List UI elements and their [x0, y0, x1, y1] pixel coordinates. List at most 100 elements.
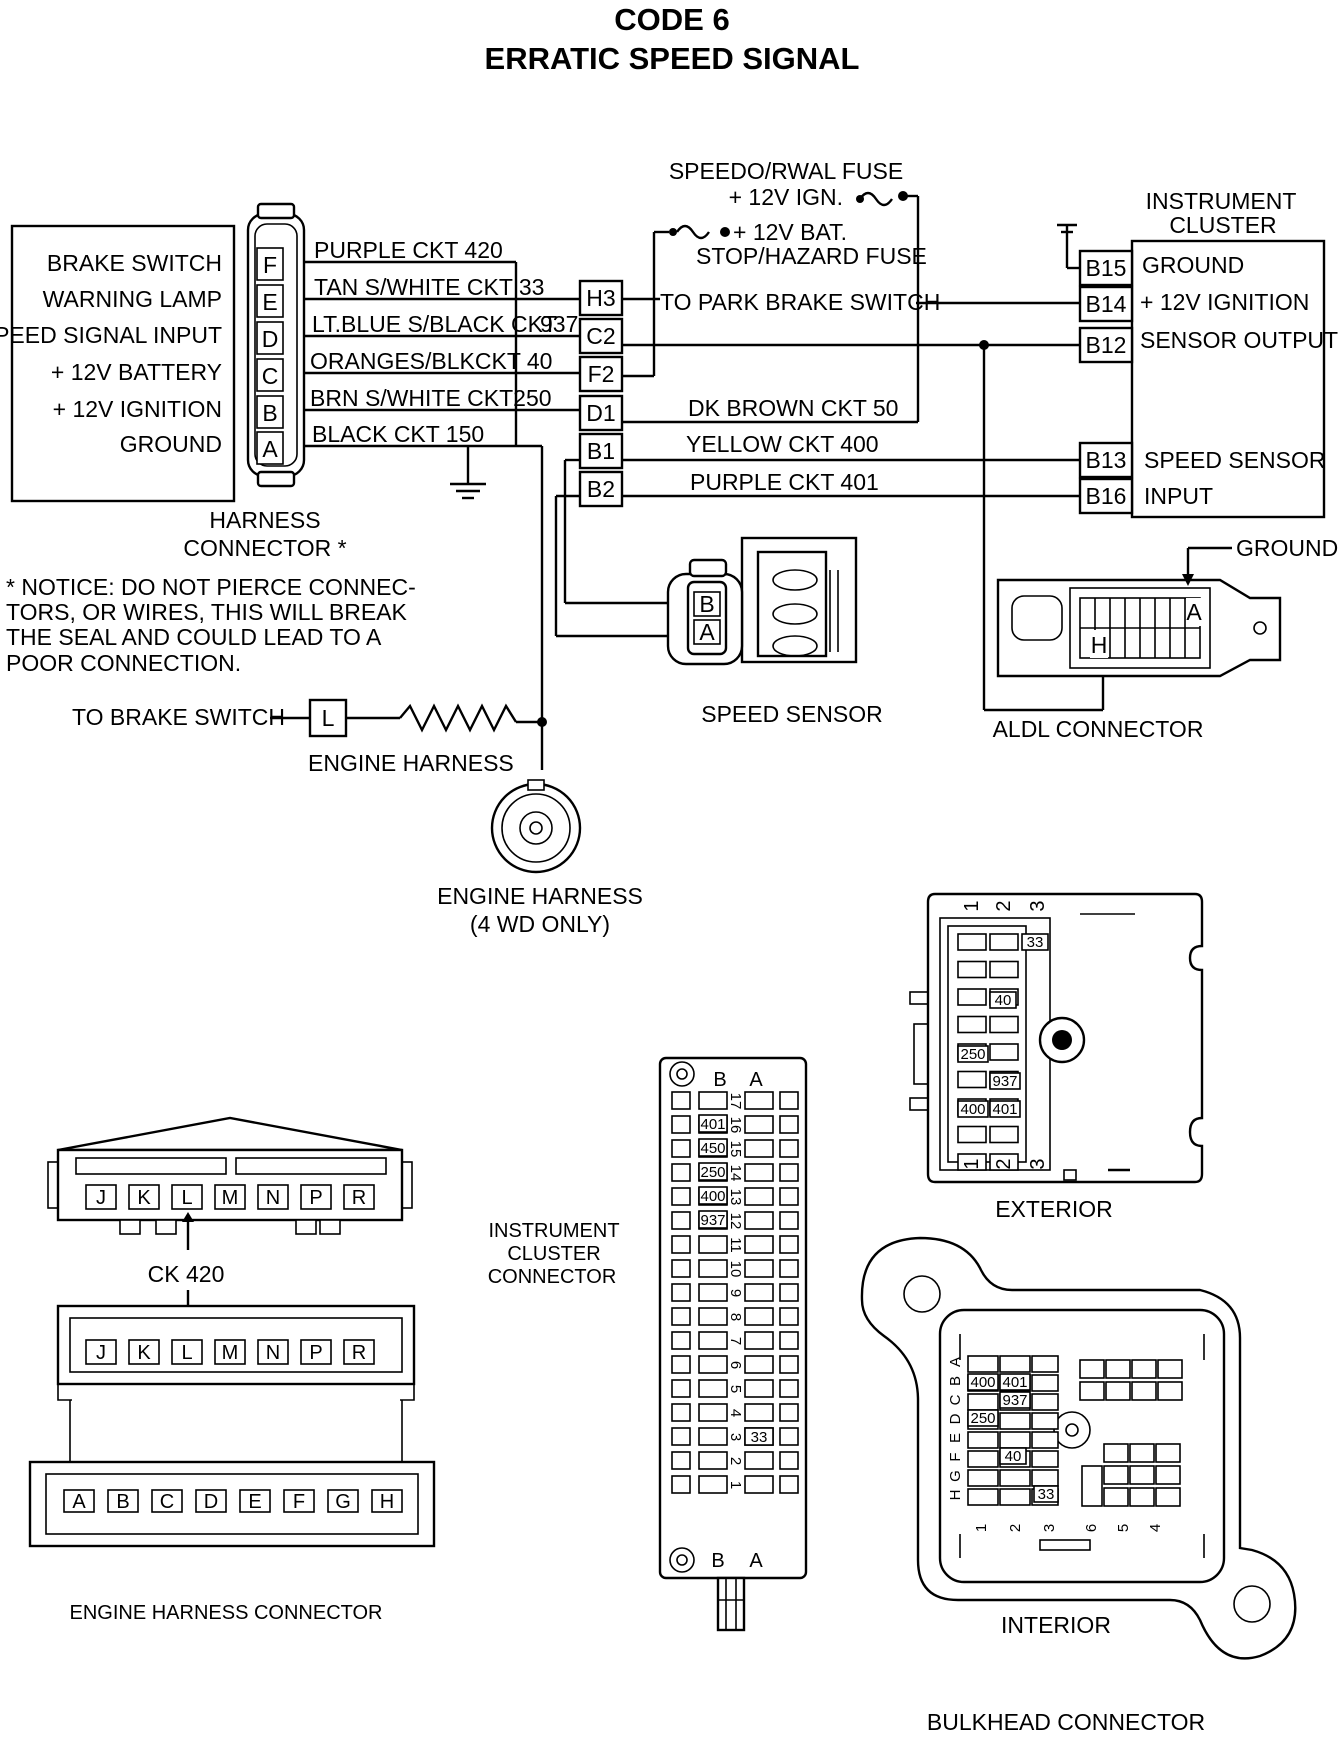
diagram-code: CODE 6 [614, 2, 729, 37]
icc-cavity [698, 1379, 728, 1398]
engine-connector-label: ENGINE HARNESS CONNECTOR [69, 1602, 382, 1624]
icc-cavity [744, 1139, 774, 1158]
icc-cavity [779, 1355, 799, 1374]
module-label-12v-ignition: + 12V IGNITION [53, 396, 222, 422]
speed-sensor-label: SPEED SENSOR [701, 701, 883, 727]
icc-cavity [671, 1187, 691, 1206]
pin-h3: H3 [586, 285, 615, 311]
speedo-fuse-label: SPEEDO/RWAL FUSE [669, 158, 903, 184]
interior-cavity [1103, 1465, 1129, 1485]
exterior-ckts: 33 40 250 937 400 401 [957, 933, 1049, 1118]
harness-pin-f: F [263, 252, 277, 278]
icc-cavity [698, 1283, 728, 1302]
aldl-connector [996, 546, 1282, 678]
icc-cavity [779, 1163, 799, 1182]
icc-row-number: 6 [727, 1361, 744, 1369]
pin-b1: B1 [587, 438, 615, 464]
notice: * NOTICE: DO NOT PIERCE CONNEC- TORS, OR… [6, 574, 416, 676]
interior-cavity [999, 1488, 1031, 1506]
icc-cavity [744, 1211, 774, 1230]
wire-black-150: BLACK CKT 150 [312, 421, 484, 447]
icc-cavity [779, 1259, 799, 1278]
icc-row-number: 2 [727, 1457, 744, 1465]
lower-pin-b: B [116, 1491, 129, 1513]
ext-ckt-40: 40 [995, 992, 1012, 1009]
interior-cavity [999, 1412, 1031, 1430]
exterior-cavity [989, 933, 1019, 951]
icc-cavity [744, 1163, 774, 1182]
int-row-g: G [947, 1470, 964, 1482]
icc-cavity [744, 1091, 774, 1110]
module-label-12v-battery: + 12V BATTERY [51, 359, 222, 385]
interior-cavity [1105, 1359, 1131, 1379]
stop-fuse-label: STOP/HAZARD FUSE [696, 243, 927, 269]
ext-col-2-top: 2 [993, 900, 1015, 911]
interior-cavity [1129, 1487, 1155, 1507]
ext-col-3-bottom: 3 [1027, 1158, 1049, 1169]
icc-cavity [779, 1211, 799, 1230]
cluster-input: INPUT [1144, 483, 1213, 509]
upper-pin-k: K [137, 1187, 151, 1209]
brake-pin-box [308, 698, 348, 738]
mid-pin-l: L [181, 1342, 192, 1364]
int-bottom-3: 3 [1041, 1524, 1058, 1532]
cluster-pin-b15: B15 [1086, 255, 1127, 281]
interior-body [860, 1236, 1297, 1660]
icc-label-3: CONNECTOR [488, 1266, 617, 1288]
lower-pin-c: C [160, 1491, 174, 1513]
notice-line-2: TORS, OR WIRES, THIS WILL BREAK [6, 599, 408, 625]
module-label-speed-signal: SPEED SIGNAL INPUT [0, 322, 222, 348]
icc-row-number: 9 [727, 1289, 744, 1297]
interior-cavity [1031, 1355, 1059, 1373]
icc-cavity [698, 1451, 728, 1470]
int-ckt-40: 40 [1005, 1448, 1022, 1465]
cluster-ignition: + 12V IGNITION [1140, 289, 1309, 315]
icc-cavity [779, 1283, 799, 1302]
module-label-warning-lamp: WARNING LAMP [43, 286, 222, 312]
engine-harness-label: ENGINE HARNESS [308, 750, 514, 776]
wire-brn-250: BRN S/WHITE CKT250 [310, 385, 552, 411]
exterior-label: EXTERIOR [995, 1196, 1113, 1222]
icc-cavity [698, 1307, 728, 1326]
pin-c2: C2 [586, 323, 615, 349]
exterior-cavity [957, 1070, 987, 1089]
icc-cavity [671, 1379, 691, 1398]
notice-line-4: POOR CONNECTION. [6, 650, 241, 676]
icc-cavity [744, 1259, 774, 1278]
lower-pin-g: G [335, 1491, 351, 1513]
engine-connector-upper-pins: J K L M N P R [85, 1184, 375, 1210]
speed-sensor [666, 536, 858, 666]
pin-d1: D1 [586, 400, 615, 426]
interior-cavity [1031, 1450, 1059, 1468]
engine-connector-lower [28, 1400, 436, 1548]
int-ckt-33: 33 [1038, 1486, 1055, 1503]
exterior-cavity [957, 988, 987, 1006]
int-row-e: E [947, 1433, 964, 1443]
ext-ckt-250: 250 [960, 1046, 985, 1063]
icc-cavity [698, 1091, 728, 1110]
icc-cavity [671, 1235, 691, 1254]
exterior-cavity [957, 960, 987, 979]
interior-cavity [999, 1355, 1031, 1373]
icc-cavity [671, 1427, 691, 1446]
brake-resistor [346, 703, 542, 733]
cluster-pin-b12: B12 [1086, 332, 1127, 358]
interior-cavity [1105, 1381, 1131, 1401]
icc-cavity [744, 1187, 774, 1206]
icc-row-number: 16 [727, 1117, 744, 1134]
icc-row-number: 8 [727, 1313, 744, 1321]
icc-row-number: 13 [727, 1189, 744, 1206]
mid-pin-n: N [266, 1342, 280, 1364]
icc-cavity [671, 1331, 691, 1350]
harness-connector: F E D C B A [246, 202, 306, 488]
park-brake-label: TO PARK BRAKE SWITCH [660, 289, 940, 315]
pin-f2: F2 [588, 361, 615, 387]
int-bottom-5: 5 [1115, 1524, 1132, 1532]
interior-cavity [1081, 1465, 1103, 1507]
ext-col-1-top: 1 [961, 900, 983, 911]
aldl-pin-a: A [1186, 599, 1202, 625]
icc-row-number: 1 [727, 1481, 744, 1489]
aldl-ground-label: GROUND [1236, 535, 1338, 561]
icc-row-number: 17 [727, 1093, 744, 1110]
int-row-f: F [947, 1452, 964, 1461]
